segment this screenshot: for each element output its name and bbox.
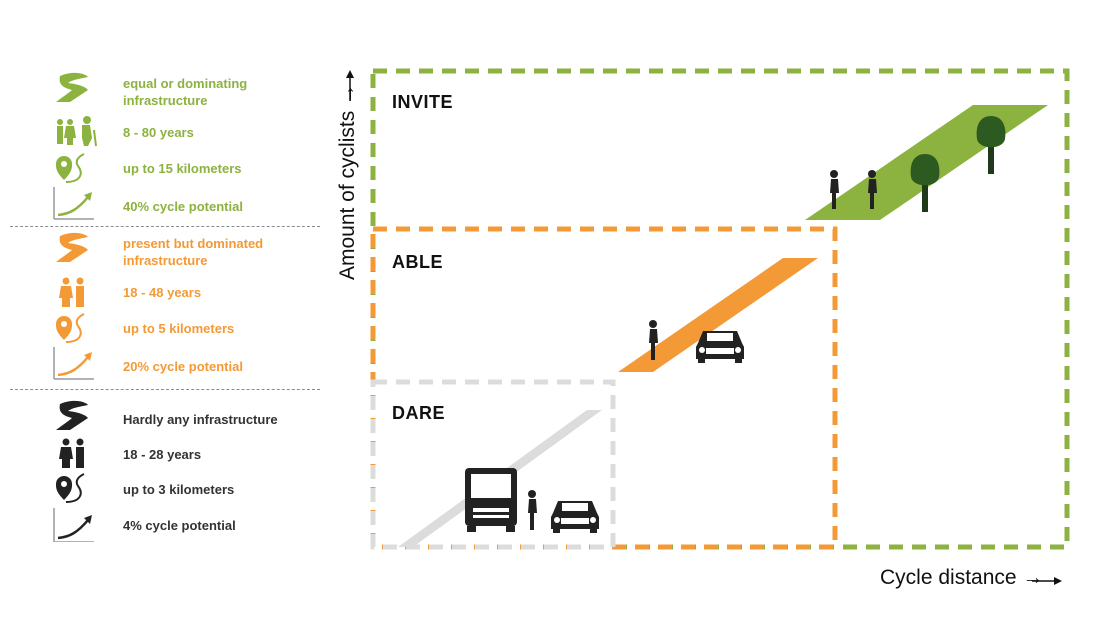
growth-chart-icon <box>53 347 94 380</box>
able-zone-label: ABLE <box>392 252 443 272</box>
legend-text: 18 - 48 years <box>123 285 202 300</box>
route-pin-icon <box>56 313 85 343</box>
people-icon <box>59 277 84 307</box>
tree-icon <box>910 154 940 212</box>
legend-row-age: 8 - 80 years <box>0 116 330 150</box>
legend-row-potential: 40% cycle potential <box>0 187 330 221</box>
road-icon <box>56 232 88 262</box>
legend-text: 18 - 28 years <box>123 447 202 462</box>
cyclist-icon <box>868 170 877 209</box>
cyclist-icon <box>830 170 839 209</box>
x-axis-label: Cycle distance → <box>880 566 1044 589</box>
people-with-elderly-icon <box>57 116 97 147</box>
truck-icon <box>465 468 517 532</box>
route-pin-icon <box>56 473 85 503</box>
cyclist-icon <box>528 490 537 530</box>
legend-separator <box>10 389 320 390</box>
legend-text: 8 - 80 years <box>123 125 194 140</box>
legend-separator <box>10 226 320 227</box>
tree-icon <box>976 116 1006 174</box>
car-icon <box>696 331 744 363</box>
legend-text: 20% cycle potential <box>123 359 243 374</box>
invite-zone-label: INVITE <box>392 92 454 112</box>
road-icon <box>56 72 88 102</box>
legend-row-distance: up to 15 kilometers <box>0 152 330 186</box>
dare-zone-label: DARE <box>392 403 446 423</box>
legend-text: up to 5 kilometers <box>123 321 235 336</box>
y-axis-label: Amount of cyclists → <box>336 83 359 281</box>
able-road <box>618 258 818 372</box>
legend-text: up to 3 kilometers <box>123 482 235 497</box>
growth-chart-icon <box>53 508 94 542</box>
able-zone-box <box>370 226 838 550</box>
legend-row-potential: 20% cycle potential <box>0 347 330 381</box>
growth-chart-icon <box>53 187 94 220</box>
dare-zone-box <box>370 379 616 550</box>
legend-row-age: 18 - 48 years <box>0 276 330 310</box>
legend-row-infrastructure: Hardly any infrastructure <box>0 400 330 434</box>
route-pin-icon <box>56 153 85 183</box>
y-axis-arrowhead <box>346 70 354 78</box>
legend-row-distance: up to 5 kilometers <box>0 312 330 346</box>
legend-text: 40% cycle potential <box>123 199 243 214</box>
people-icon <box>59 438 84 468</box>
legend-text: up to 15 kilometers <box>123 161 242 176</box>
road-icon <box>56 400 88 430</box>
legend-row-age: 18 - 28 years <box>0 437 330 471</box>
car-icon <box>551 501 599 533</box>
legend-row-potential: 4% cycle potential <box>0 508 330 542</box>
legend-row-distance: up to 3 kilometers <box>0 472 330 506</box>
legend-text: 4% cycle potential <box>123 518 236 533</box>
legend-text: Hardly any infrastructure <box>123 412 278 427</box>
x-axis-arrowhead <box>1054 577 1062 585</box>
cyclist-icon <box>649 320 658 360</box>
